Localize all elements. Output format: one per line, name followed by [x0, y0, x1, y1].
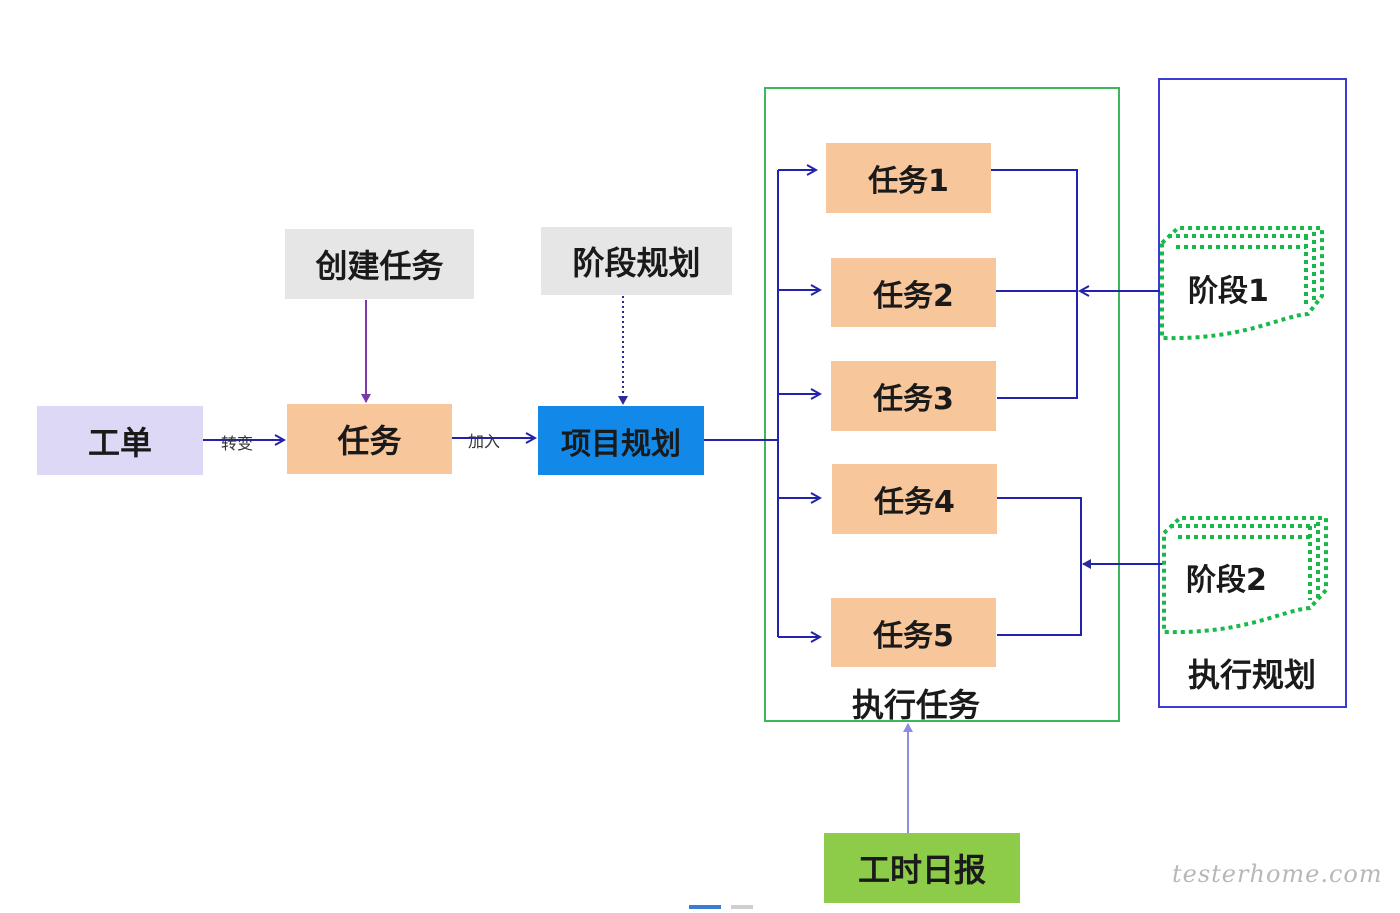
task-node: 任务 [287, 404, 452, 474]
stage2-bracket [997, 497, 1082, 636]
execute-plan-label: 执行规划 [1188, 656, 1317, 694]
task2-label: 任务2 [873, 278, 954, 314]
task3-label: 任务3 [873, 382, 954, 417]
task-label: 任务 [337, 422, 402, 460]
timesheet-label: 工时日报 [857, 851, 986, 889]
stage2-shape [1162, 516, 1328, 635]
task1-node: 任务1 [826, 143, 991, 213]
task1-label: 任务1 [868, 164, 949, 199]
task3-node: 任务3 [831, 361, 996, 431]
project-plan-node: 项目规划 [538, 406, 704, 475]
work-order-node: 工单 [37, 406, 203, 475]
task4-label: 任务4 [874, 485, 955, 520]
execute-tasks-frame [764, 87, 1120, 722]
task5-label: 任务5 [873, 618, 954, 654]
page-indicator [731, 905, 753, 909]
stage-plan-node: 阶段规划 [541, 227, 732, 295]
stage2-label: 阶段2 [1186, 563, 1267, 598]
stage-plan-label: 阶段规划 [572, 244, 701, 282]
create-task-label: 创建任务 [315, 247, 444, 285]
stage1-shape [1160, 226, 1324, 341]
create-task-node: 创建任务 [285, 229, 474, 299]
task4-node: 任务4 [832, 464, 997, 534]
edge-convert-label: 转变 [221, 434, 254, 453]
stage1-bracket [991, 169, 1078, 399]
page-indicator-active [689, 905, 721, 909]
execute-plan-frame [1158, 78, 1347, 708]
stage1-label: 阶段1 [1188, 274, 1269, 309]
edge-join-label: 加入 [468, 432, 501, 451]
timesheet-node: 工时日报 [824, 833, 1020, 903]
watermark: testerhome.com [1172, 860, 1383, 888]
task5-node: 任务5 [831, 598, 996, 667]
task2-node: 任务2 [831, 258, 996, 327]
project-plan-label: 项目规划 [561, 426, 681, 462]
execute-tasks-label: 执行任务 [852, 686, 981, 724]
work-order-label: 工单 [87, 423, 152, 462]
